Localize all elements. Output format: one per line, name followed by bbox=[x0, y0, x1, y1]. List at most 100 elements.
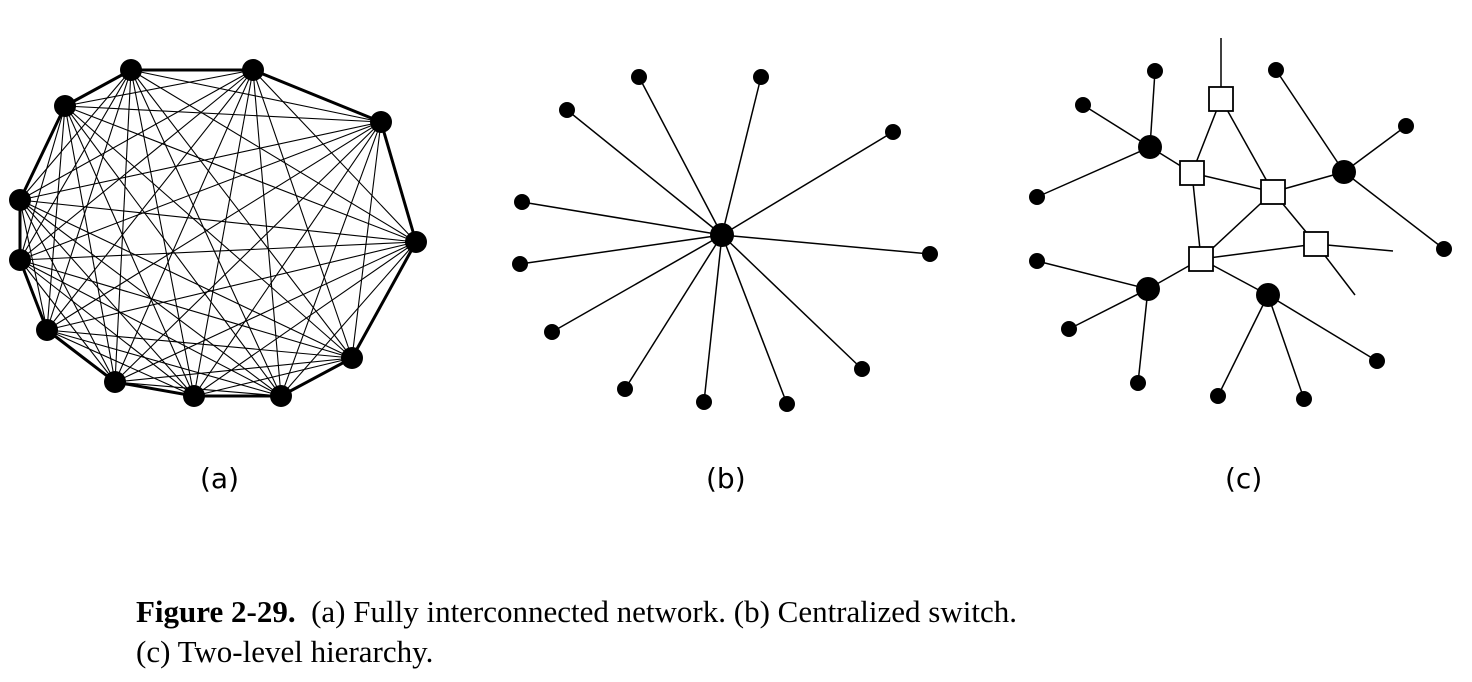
ring-link bbox=[46, 328, 116, 384]
mesh-link bbox=[252, 69, 353, 359]
leaf-node bbox=[1029, 189, 1045, 205]
network-node bbox=[104, 371, 126, 393]
network-node bbox=[9, 249, 31, 271]
leaf-node bbox=[617, 381, 633, 397]
central-switch-node bbox=[710, 223, 734, 247]
mesh-link bbox=[19, 259, 282, 397]
leaf-link bbox=[1275, 69, 1345, 173]
mesh-link bbox=[19, 69, 132, 201]
two-level-hierarchy-diagram bbox=[1029, 38, 1452, 407]
ring-link bbox=[18, 105, 67, 201]
mesh-link bbox=[19, 69, 254, 261]
spoke-link bbox=[721, 234, 788, 405]
leaf-link bbox=[1036, 260, 1149, 290]
figure-number: Figure 2-29. bbox=[136, 594, 296, 629]
panel-c-label: (c) bbox=[1225, 462, 1263, 495]
switch-link bbox=[1191, 172, 1202, 260]
spoke-link bbox=[721, 76, 762, 236]
leaf-node bbox=[1075, 97, 1091, 113]
mesh-link bbox=[46, 241, 417, 331]
mesh-link bbox=[19, 199, 195, 397]
figure-diagram bbox=[9, 38, 1452, 412]
mesh-link bbox=[64, 69, 254, 107]
network-node bbox=[183, 385, 205, 407]
leaf-node bbox=[559, 102, 575, 118]
mesh-link bbox=[280, 241, 417, 397]
leaf-node bbox=[1210, 388, 1226, 404]
switch-box bbox=[1260, 179, 1286, 205]
leaf-node bbox=[696, 394, 712, 410]
switch-box bbox=[1188, 246, 1214, 272]
network-node bbox=[370, 111, 392, 133]
spoke-link bbox=[624, 234, 723, 390]
leaf-node bbox=[631, 69, 647, 85]
leaf-link bbox=[1343, 171, 1445, 250]
leaf-node bbox=[1436, 241, 1452, 257]
mesh-link bbox=[46, 69, 132, 331]
mesh-link bbox=[114, 241, 417, 383]
switch-box bbox=[1179, 160, 1205, 186]
caption-text-1: (a) Fully interconnected network. (b) Ce… bbox=[311, 594, 1017, 629]
leaf-node bbox=[1268, 62, 1284, 78]
switch-box bbox=[1303, 231, 1329, 257]
network-node bbox=[270, 385, 292, 407]
mesh-link bbox=[46, 69, 254, 331]
network-node bbox=[36, 319, 58, 341]
leaf-node bbox=[1369, 353, 1385, 369]
leaf-link bbox=[1217, 294, 1269, 397]
ring-link bbox=[114, 380, 195, 398]
spoke-link bbox=[638, 76, 723, 236]
mesh-link bbox=[193, 357, 353, 397]
mesh-link bbox=[64, 105, 417, 243]
centralized-switch-diagram bbox=[512, 69, 938, 412]
leaf-node bbox=[1296, 391, 1312, 407]
leaf-node bbox=[1029, 253, 1045, 269]
ring-link bbox=[64, 68, 132, 108]
leaf-link bbox=[1149, 70, 1156, 148]
leaf-node bbox=[544, 324, 560, 340]
leaf-link bbox=[1267, 294, 1305, 400]
fully-interconnected-network-diagram bbox=[9, 59, 427, 407]
leaf-node bbox=[514, 194, 530, 210]
mesh-link bbox=[64, 105, 116, 383]
leaf-link bbox=[1068, 288, 1149, 330]
spoke-link bbox=[519, 234, 723, 265]
ring-link bbox=[379, 121, 418, 243]
spoke-link bbox=[566, 109, 723, 236]
network-node bbox=[9, 189, 31, 211]
mesh-link bbox=[114, 121, 382, 383]
leaf-node bbox=[779, 396, 795, 412]
leaf-node bbox=[753, 69, 769, 85]
leaf-node bbox=[922, 246, 938, 262]
mesh-link bbox=[252, 69, 417, 243]
mesh-link bbox=[19, 259, 116, 383]
mesh-link bbox=[130, 69, 382, 123]
leaf-node bbox=[1130, 375, 1146, 391]
mesh-link bbox=[64, 105, 282, 397]
mesh-link bbox=[130, 69, 282, 397]
mesh-link bbox=[130, 69, 195, 397]
leaf-node bbox=[854, 361, 870, 377]
caption-line-2: (c) Two-level hierarchy. bbox=[136, 634, 434, 669]
switch-link bbox=[1200, 243, 1317, 260]
leaf-link bbox=[1082, 104, 1151, 148]
spoke-link bbox=[721, 234, 931, 255]
leaf-node bbox=[885, 124, 901, 140]
network-node bbox=[341, 347, 363, 369]
hub-node bbox=[1136, 277, 1160, 301]
panel-a-label: (a) bbox=[200, 462, 240, 495]
mesh-link bbox=[193, 241, 417, 397]
leaf-link bbox=[1036, 146, 1151, 198]
mesh-link bbox=[19, 259, 353, 359]
leaf-node bbox=[1147, 63, 1163, 79]
spoke-link bbox=[721, 234, 863, 370]
mesh-link bbox=[130, 69, 417, 243]
mesh-link bbox=[19, 199, 116, 383]
network-node bbox=[242, 59, 264, 81]
hub-node bbox=[1332, 160, 1356, 184]
switch-box bbox=[1208, 86, 1234, 112]
mesh-link bbox=[19, 105, 66, 261]
hub-node bbox=[1138, 135, 1162, 159]
spoke-link bbox=[551, 234, 723, 333]
ring-link bbox=[280, 356, 353, 398]
